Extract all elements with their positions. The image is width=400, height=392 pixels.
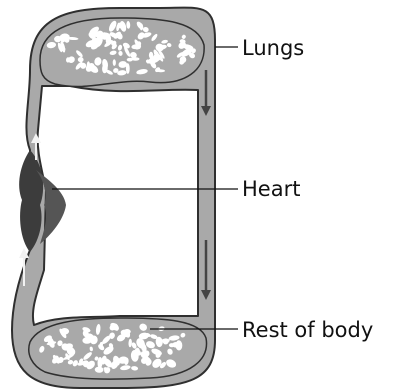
capillary-hole	[60, 328, 69, 335]
capillary-hole	[124, 330, 129, 335]
lungs-label: Lungs	[242, 36, 304, 60]
heart-label: Heart	[242, 177, 300, 201]
rest-of-body-label: Rest of body	[242, 318, 373, 342]
